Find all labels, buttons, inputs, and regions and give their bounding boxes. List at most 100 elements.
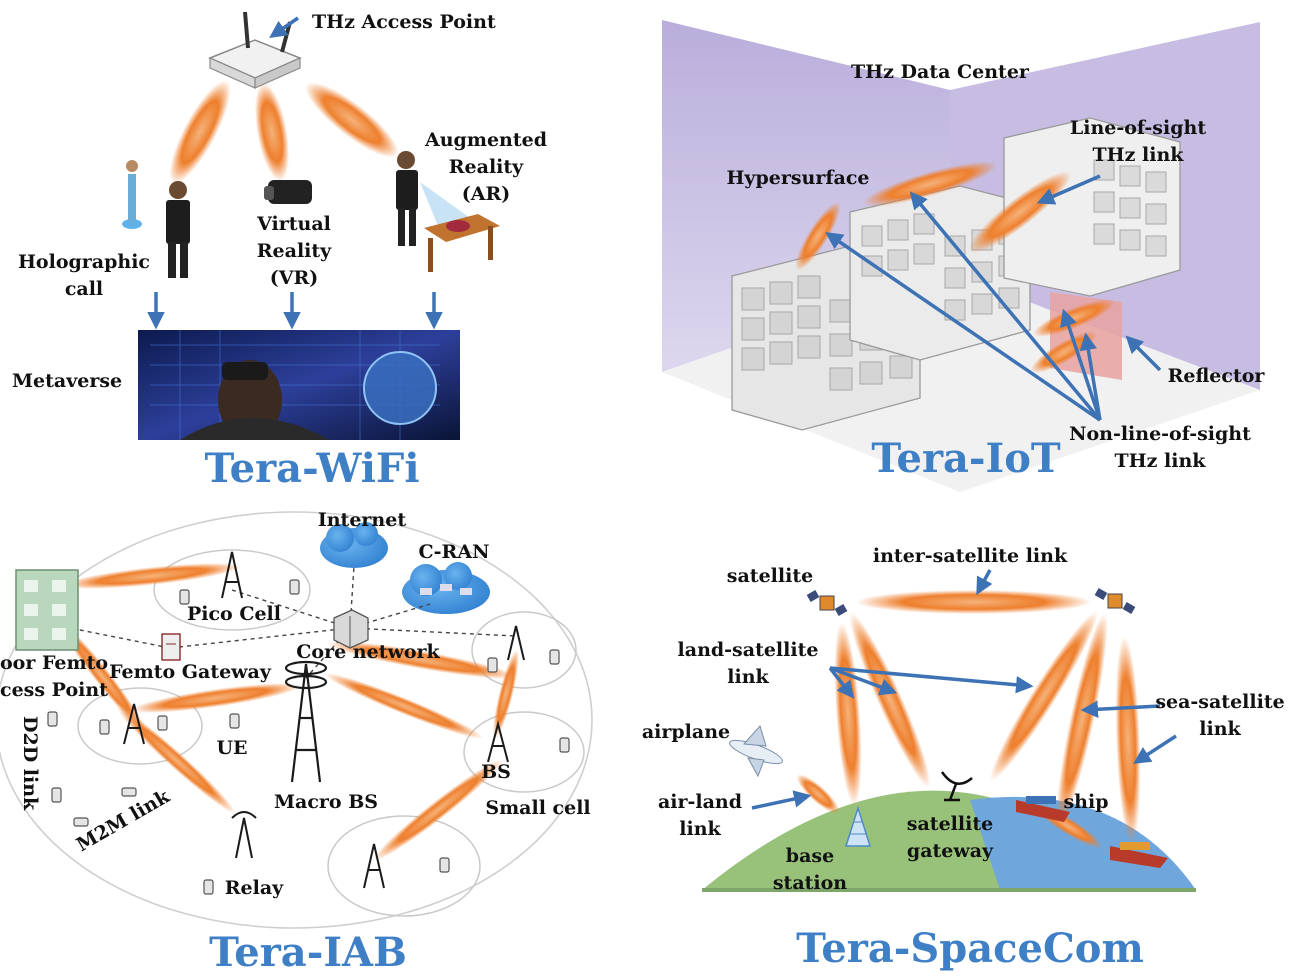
internet-cloud-icon	[320, 522, 388, 568]
bs-label: BS	[481, 761, 511, 783]
internet-label: Internet	[318, 509, 406, 531]
femto-gateway-label: Femto Gateway	[109, 661, 272, 683]
base-station-label-1: base	[786, 845, 834, 867]
vr-label-2: Reality	[257, 240, 332, 262]
sea-sat-label-2: link	[1199, 718, 1241, 740]
ue-phone-icons	[47, 579, 570, 895]
beam-air-land	[796, 774, 840, 814]
nlos-arrow-1	[825, 232, 1101, 422]
router-icon	[208, 11, 302, 89]
tera-wifi-title: Tera-WiFi	[204, 445, 419, 492]
beam-bs-small3	[373, 759, 503, 861]
tera-iab-panel: Internet C-RAN Pico Cell Core network Fe…	[0, 509, 593, 976]
ship-icons	[1016, 796, 1168, 868]
airplane-label: airplane	[642, 721, 730, 743]
los-arrow	[1036, 174, 1101, 205]
beam-inter-satellite	[856, 590, 1092, 614]
holographic-label-2: call	[65, 278, 103, 300]
tera-iot-panel: THz Data Center Hypersurface Line-of-sig…	[662, 20, 1265, 492]
tera-spacecom-panel: inter-satellite link satellite land-sate…	[642, 545, 1285, 972]
vr-label-1: Virtual	[256, 213, 331, 235]
los-label-1: Line-of-sight	[1070, 117, 1206, 139]
hypersurface-label: Hypersurface	[726, 167, 869, 189]
vr-headset-icon	[264, 180, 312, 204]
pico-tower-icon	[221, 551, 243, 599]
indoor-femto-label-2: cess Point	[0, 679, 108, 701]
core-network-label: Core network	[296, 641, 440, 663]
core-network-server-icon	[333, 609, 369, 649]
gateway-label-1: satellite	[907, 813, 993, 835]
base-station-icon	[844, 805, 872, 847]
tera-spacecom-title: Tera-SpaceCom	[796, 925, 1144, 972]
satellite-left-icon	[806, 590, 848, 616]
ap-label: THz Access Point	[312, 11, 496, 33]
beam-femto-pico	[62, 563, 242, 589]
holographic-label-1: Holographic	[18, 251, 150, 273]
pico-cell-ring	[153, 549, 311, 631]
cran-label: C-RAN	[419, 541, 490, 563]
beam-holographic	[169, 80, 231, 184]
cran-cloud-icon	[402, 562, 490, 614]
air-land-arrow	[751, 790, 812, 810]
air-land-label-1: air-land	[658, 791, 742, 813]
ar-label-1: Augmented	[424, 129, 547, 151]
network-boundary	[0, 511, 593, 929]
satellite-right-icon	[1094, 588, 1136, 614]
gateway-label-2: gateway	[907, 840, 994, 862]
beam-sat-gateway-left	[849, 612, 931, 788]
nlos-label-2: THz link	[1115, 450, 1207, 472]
pico-cell-label: Pico Cell	[187, 603, 281, 625]
land-sat-label-2: link	[727, 666, 769, 688]
beam-hyper-upper	[862, 161, 998, 207]
sea-area	[970, 796, 1196, 890]
tera-wifi-panel: THz Access Point Holographic call Virtua…	[12, 11, 547, 492]
land-sat-label-1: land-satellite	[678, 639, 819, 661]
femto-gateway-icon	[161, 633, 181, 661]
ar-label-2: Reality	[449, 156, 524, 178]
beam-vr	[254, 82, 290, 182]
ue-label: UE	[216, 737, 247, 759]
macro-bs-label: Macro BS	[274, 791, 378, 813]
beam-macro-bs	[324, 672, 484, 740]
land-sat-arrow-3	[829, 666, 1034, 694]
ap-arrow	[269, 16, 299, 38]
metaverse-label: Metaverse	[12, 370, 122, 392]
beam-bs-small	[492, 649, 520, 739]
indoor-building-icon	[15, 569, 79, 651]
d2d-link-label: D2D link	[19, 716, 41, 811]
small-cell-ring-1	[471, 611, 577, 689]
beam-relay	[116, 706, 236, 814]
satellite-label: satellite	[727, 565, 813, 587]
nlos-arrow-3	[1060, 308, 1102, 421]
nlos-arrow-2	[909, 191, 1102, 422]
sea-sat-arrow-1	[1080, 700, 1161, 719]
sea-sat-label-1: sea-satellite	[1155, 691, 1284, 713]
nlos-label-1: Non-line-of-sight	[1069, 423, 1251, 445]
holographic-person-icon	[122, 160, 190, 278]
inter-satellite-label: inter-satellite link	[873, 545, 1068, 567]
small-cell-ring-2	[463, 711, 585, 793]
small-cell-tower-top-icon	[507, 625, 525, 661]
small-bs-tower-icon	[487, 720, 509, 763]
satellite-dish-icon	[940, 771, 973, 802]
ship-label: ship	[1063, 791, 1108, 813]
beam-sat-ship-1	[1056, 612, 1108, 828]
small-cell-ring-3	[327, 815, 481, 917]
beam-macro-small	[327, 641, 517, 679]
femto-tower-icon	[123, 703, 145, 745]
beam-hypersurface	[795, 201, 841, 271]
air-land-label-2: link	[679, 818, 721, 840]
beam-sat-gateway-right	[990, 610, 1098, 782]
ar-person-icon	[396, 151, 500, 272]
small-cell-label: Small cell	[485, 797, 590, 819]
data-center-label: THz Data Center	[851, 61, 1030, 83]
vr-label-3: (VR)	[270, 267, 319, 289]
tera-iot-title: Tera-IoT	[871, 435, 1061, 482]
metaverse-image	[138, 330, 460, 440]
server-rack-back	[1003, 117, 1181, 297]
ar-label-3: (AR)	[462, 183, 511, 205]
land-sat-arrow-1	[828, 666, 855, 699]
indoor-femto-label-1: oor Femto	[0, 652, 108, 674]
sea-sat-arrow-2	[1133, 734, 1177, 764]
